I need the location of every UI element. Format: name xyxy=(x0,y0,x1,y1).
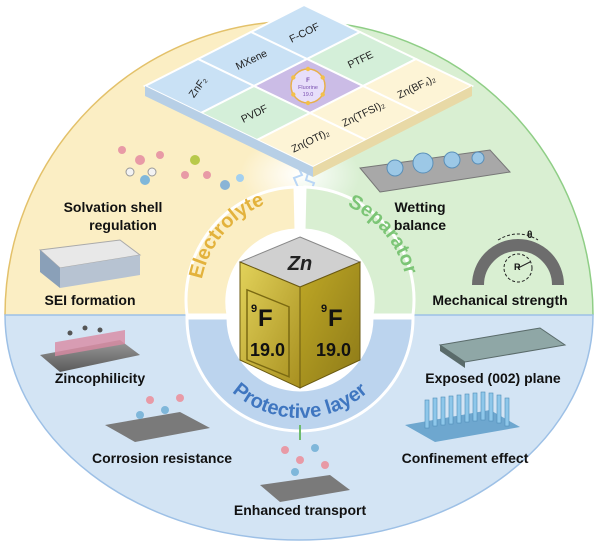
electron-dot xyxy=(291,92,296,97)
angle-label: θ xyxy=(527,230,532,241)
molecule-dot xyxy=(135,155,145,165)
molecule-dot xyxy=(136,411,144,419)
molecule-dot xyxy=(125,167,135,177)
corrosion-plate xyxy=(105,412,210,442)
wetting-illustration xyxy=(359,149,511,193)
zinc-ion xyxy=(140,175,150,185)
label-enhanced-transport: Enhanced transport xyxy=(234,502,367,518)
crystal-plane-side xyxy=(440,345,465,368)
bend-radius-circle xyxy=(503,253,533,283)
molecule-dot xyxy=(146,396,154,404)
material-grid: F-COF MXene PTFE ZnF₂ Zn(BF₄)₂ PVDF Zn(T… xyxy=(142,3,475,177)
radius-label: R xyxy=(514,262,521,272)
label-confinement-effect: Confinement effect xyxy=(402,450,529,466)
label-wetting-line2: balance xyxy=(394,217,446,233)
cube-left-inner xyxy=(246,288,290,378)
grid-side-right xyxy=(313,86,472,177)
cube-left-number: 9 xyxy=(251,303,257,315)
molecule-dot xyxy=(296,456,304,464)
molecule-dot xyxy=(236,174,244,182)
ring-electrolyte xyxy=(184,185,298,317)
cube-left-symbol: F xyxy=(258,305,273,332)
badge-mass: 19.0 xyxy=(303,92,314,98)
badge-symbol: F xyxy=(306,78,310,84)
sei-illustration xyxy=(38,239,142,288)
molecule-dot xyxy=(311,444,319,452)
electron-dot xyxy=(320,75,325,80)
confinement-pillars xyxy=(424,391,510,429)
exposed-plane-illustration xyxy=(438,327,567,368)
molecule-dot xyxy=(147,167,157,177)
electron-dot xyxy=(320,92,325,97)
electrolyte-region-border xyxy=(4,20,300,316)
droplet xyxy=(443,151,461,169)
fluorine-badge: F Fluorine 19.0 xyxy=(290,66,326,106)
ring-protective xyxy=(185,316,415,433)
cube-right-number: 9 xyxy=(321,303,327,315)
zinc-plate xyxy=(40,340,140,372)
electron-dot xyxy=(305,100,311,106)
electron-dot xyxy=(305,66,311,72)
sei-layer-front xyxy=(60,255,140,288)
droplet xyxy=(412,152,434,174)
separator-region-border xyxy=(298,20,594,316)
transport-plate xyxy=(260,475,350,502)
solvation-illustration xyxy=(118,146,244,190)
label-mechanical-strength: Mechanical strength xyxy=(432,292,567,308)
ion-dot xyxy=(97,327,103,333)
mechanical-illustration: R θ xyxy=(472,230,564,286)
molecule-dot xyxy=(321,461,329,469)
grid-side-left xyxy=(145,86,313,177)
confinement-illustration xyxy=(405,391,520,442)
molecule-dot xyxy=(281,446,289,454)
ion-dot xyxy=(82,325,88,331)
label-corrosion-resistance: Corrosion resistance xyxy=(92,450,232,466)
corrosion-illustration xyxy=(105,394,210,442)
label-exposed-002-plane: Exposed (002) plane xyxy=(425,370,561,386)
molecule-dot xyxy=(118,146,126,154)
zincophilicity-illustration xyxy=(40,325,140,372)
cube-right-face xyxy=(299,261,361,389)
cube-top-label: Zn xyxy=(287,253,312,275)
molecule-dot xyxy=(291,468,299,476)
molecule-dot xyxy=(181,171,189,179)
zincophilic-layer xyxy=(55,329,125,357)
label-wetting-line1: Wetting xyxy=(394,199,445,215)
molecule-dot xyxy=(161,406,169,414)
label-zincophilicity: Zincophilicity xyxy=(55,370,145,386)
angle-arc xyxy=(497,233,539,241)
label-solvation-line2: regulation xyxy=(89,217,157,233)
molecule-dot xyxy=(203,171,211,179)
transport-illustration xyxy=(260,425,350,502)
bent-membrane xyxy=(472,239,564,286)
molecule-dot xyxy=(156,151,164,159)
cube-left-mass: 19.0 xyxy=(250,340,285,360)
ion-dot xyxy=(67,330,73,336)
molecule-dot xyxy=(190,155,200,165)
label-sei-formation: SEI formation xyxy=(44,292,135,308)
cube-right-symbol: F xyxy=(328,305,343,332)
badge-name: Fluorine xyxy=(298,85,318,91)
cube-right-mass: 19.0 xyxy=(316,340,351,360)
droplet xyxy=(386,159,404,177)
ring-separator xyxy=(302,185,416,317)
droplet xyxy=(471,151,485,165)
molecule-dot xyxy=(220,180,230,190)
label-solvation-line1: Solvation shell xyxy=(64,199,163,215)
zn-f-cube: Zn 9 F 19.0 9 F 19.0 xyxy=(238,236,362,389)
molecule-dot xyxy=(176,394,184,402)
sei-layer-side xyxy=(40,250,60,288)
electron-dot xyxy=(291,75,296,80)
radius-line xyxy=(517,261,531,269)
